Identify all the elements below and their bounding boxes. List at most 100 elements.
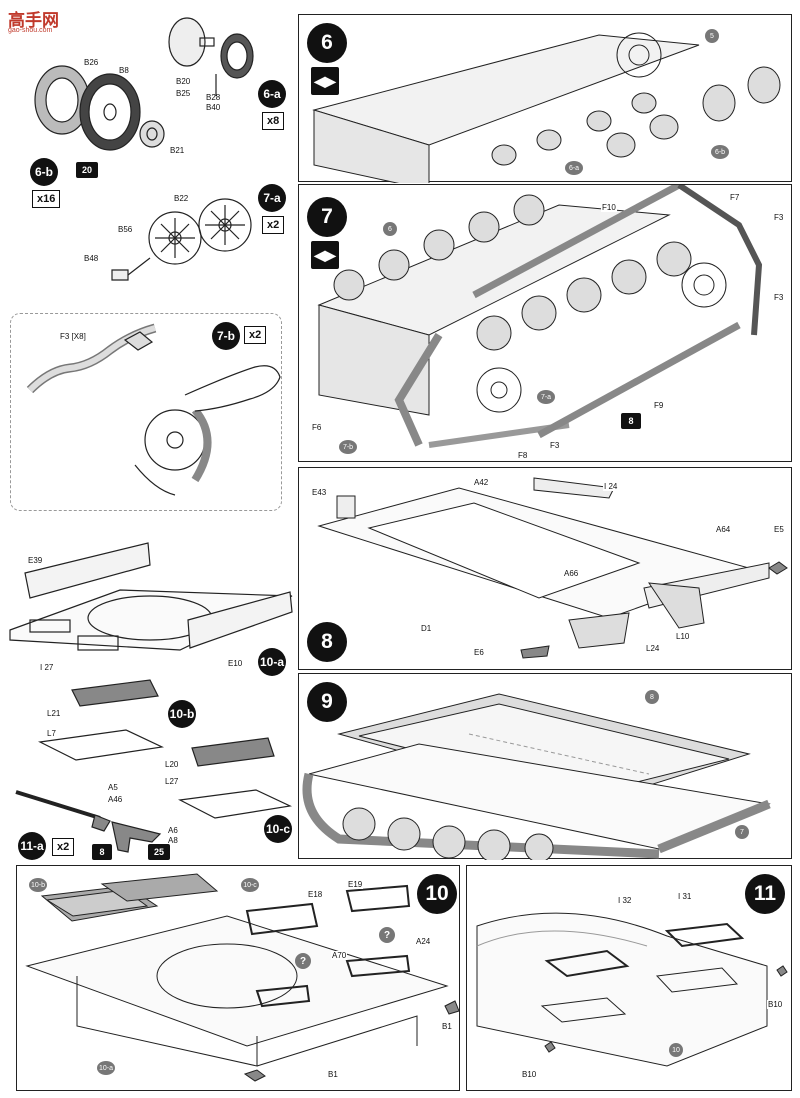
flip-icon: ◀▶ xyxy=(311,241,339,269)
ref-7b: 7-b xyxy=(339,440,357,454)
part-label: L7 xyxy=(47,729,56,738)
step-7-number: 7 xyxy=(307,197,347,237)
part-label: E6 xyxy=(473,648,485,657)
part-label: A5 xyxy=(108,783,118,792)
step-6-drawing xyxy=(312,32,781,191)
part-label: A42 xyxy=(473,478,490,487)
step-11-drawing xyxy=(476,912,788,1067)
step-9-drawing xyxy=(302,693,771,863)
substep-7b: 7-b xyxy=(212,322,240,350)
watermark-url: gao-shou.com xyxy=(8,27,53,34)
part-label: E43 xyxy=(311,488,328,497)
part-label: F3 xyxy=(773,213,785,222)
part-label: F3 [X8] xyxy=(60,332,86,341)
substep-11a: 11-a xyxy=(18,832,46,860)
ref-step-6: 6 xyxy=(383,222,397,236)
quantity-7b: x2 xyxy=(244,326,267,344)
step-10-number: 10 xyxy=(417,874,457,914)
part-label: F3 xyxy=(773,293,785,302)
step-10-panel: 10 10-b 10-c 10-a E18 E19 A70 A24 B1 B1 … xyxy=(16,865,460,1091)
step-8-panel: 8 E43 A42 I 24 A64 E5 A66 D1 E6 L24 L10 xyxy=(298,467,792,670)
step-11-panel: 11 10 I 32 I 31 B10 B10 xyxy=(466,865,792,1091)
quantity-7a: x2 xyxy=(262,216,285,234)
part-label: L20 xyxy=(165,760,179,769)
part-label: B56 xyxy=(118,225,133,234)
part-label: E19 xyxy=(347,880,364,889)
paint-marker: 20 xyxy=(76,162,98,178)
substep-10a: 10-a xyxy=(258,648,286,676)
part-label: E18 xyxy=(307,890,324,899)
watermark-title: 高手网 xyxy=(8,11,59,30)
ref-step-10: 10 xyxy=(669,1043,683,1057)
substep-7a: 7-a xyxy=(258,184,286,212)
part-label: I 31 xyxy=(677,892,693,901)
paint-marker: 25 xyxy=(148,844,170,860)
part-label: B28 xyxy=(206,93,221,102)
step-9-panel: 9 8 7 xyxy=(298,673,792,863)
question-mark: ? xyxy=(295,953,311,969)
part-label: B1 xyxy=(327,1070,339,1079)
part-label: A64 xyxy=(715,525,732,534)
part-label: E39 xyxy=(28,556,43,565)
step-8-drawing xyxy=(317,477,788,659)
part-label: B20 xyxy=(176,77,191,86)
ref-10c: 10-c xyxy=(241,878,259,892)
quantity-6b: x16 xyxy=(32,190,61,208)
quantity-6a: x8 xyxy=(262,112,285,130)
part-label: L27 xyxy=(165,777,179,786)
part-label: I 24 xyxy=(603,482,619,491)
part-label: I 32 xyxy=(617,896,633,905)
part-label: A46 xyxy=(108,795,123,804)
part-label: F6 xyxy=(311,423,323,432)
part-label: B8 xyxy=(119,66,129,75)
part-label: F3 xyxy=(549,441,561,450)
flip-icon: ◀▶ xyxy=(311,67,339,95)
ref-step-5: 5 xyxy=(705,29,719,43)
part-label: L24 xyxy=(645,644,661,653)
ref-10b: 10-b xyxy=(29,878,47,892)
step-6-panel: 6 ◀▶ 5 6-a 6-b xyxy=(298,14,792,191)
step-7-panel: 7 ◀▶ 6 7-a 7-b 8 F7 F10 F3 F3 F3 F6 F9 F… xyxy=(298,181,792,462)
ref-6b: 6-b xyxy=(711,145,729,159)
ref-10a: 10-a xyxy=(97,1061,115,1075)
part-label: B25 xyxy=(176,89,191,98)
ref-7a: 7-a xyxy=(537,390,555,404)
paint-marker: 8 xyxy=(621,413,641,429)
part-label: B1 xyxy=(441,1022,453,1031)
substep-6b: 6-b xyxy=(30,158,58,186)
part-label: A70 xyxy=(331,951,348,960)
part-label: F8 xyxy=(517,451,529,460)
part-label: E5 xyxy=(773,525,785,534)
part-label: A66 xyxy=(563,569,580,578)
substep-6a: 6-a xyxy=(258,80,286,108)
part-label: B10 xyxy=(767,1000,784,1009)
substep-10c: 10-c xyxy=(264,815,292,843)
part-label: A24 xyxy=(415,937,432,946)
part-label: B40 xyxy=(206,103,221,112)
part-label: I 27 xyxy=(40,663,54,672)
ref-6a: 6-a xyxy=(565,161,583,175)
part-label: B22 xyxy=(174,194,189,203)
part-label: F9 xyxy=(653,401,665,410)
part-label: B48 xyxy=(84,254,99,263)
step-6-number: 6 xyxy=(307,23,347,63)
part-label: A8 xyxy=(168,836,178,845)
step-8-number: 8 xyxy=(307,622,347,662)
substep-10b: 10-b xyxy=(168,700,196,728)
part-label: F7 xyxy=(729,193,741,202)
step-9-number: 9 xyxy=(307,682,347,722)
part-label: B10 xyxy=(521,1070,538,1079)
step-10-drawing xyxy=(25,873,460,1082)
part-label: D1 xyxy=(420,624,433,633)
part-label: F10 xyxy=(601,203,617,212)
part-label: B26 xyxy=(84,58,99,67)
part-label: A6 xyxy=(168,826,178,835)
part-label: L21 xyxy=(47,709,61,718)
paint-marker: 8 xyxy=(92,844,112,860)
quantity-11a: x2 xyxy=(52,838,75,856)
part-label: B21 xyxy=(170,146,185,155)
ref-step-8: 8 xyxy=(645,690,659,704)
part-label: E10 xyxy=(228,659,243,668)
question-mark: ? xyxy=(379,927,395,943)
